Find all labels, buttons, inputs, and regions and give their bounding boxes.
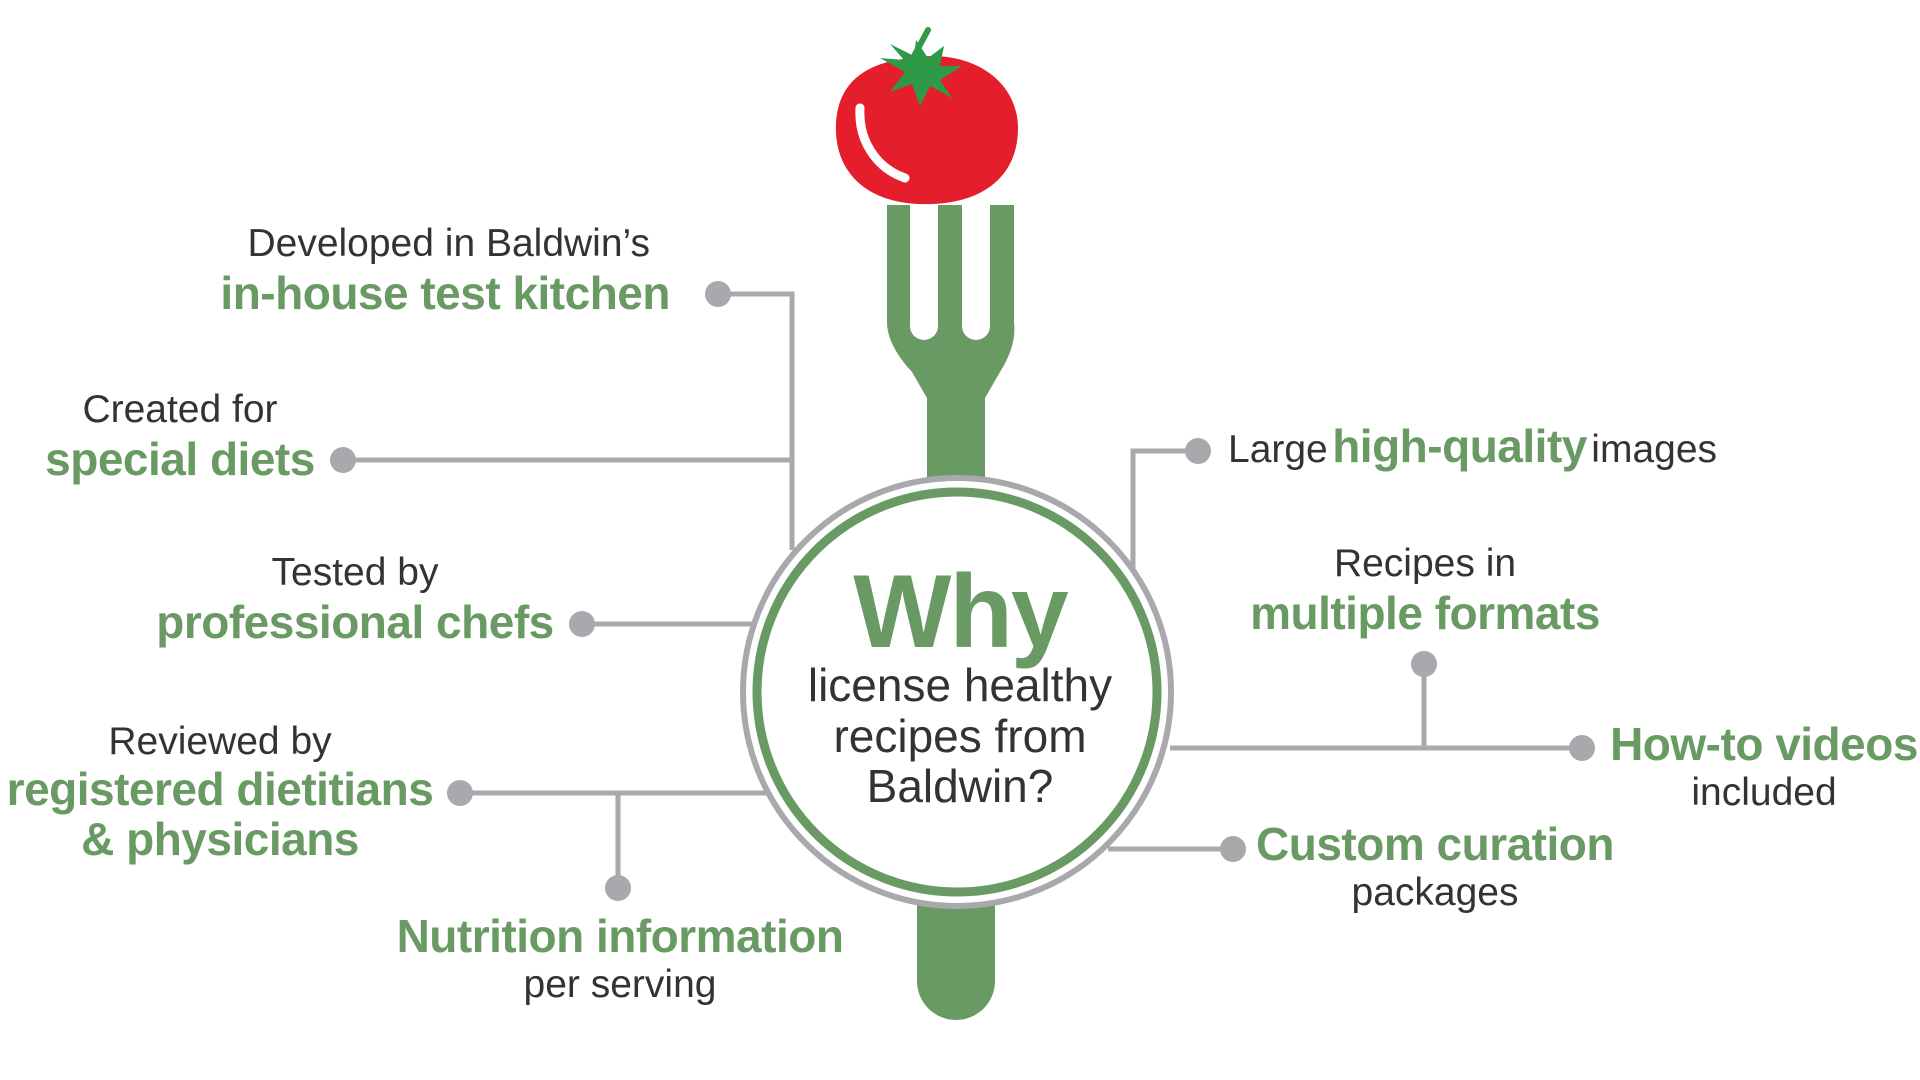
dot-curation <box>1220 836 1246 862</box>
feature-chefs: Tested by professional chefs <box>150 551 560 649</box>
feature-special-diets: Created for special diets <box>40 388 320 486</box>
feature-images-highlight: high-quality <box>1332 420 1587 472</box>
feature-test-kitchen-highlight: in-house test kitchen <box>220 266 670 319</box>
feature-formats-pre: Recipes in <box>1333 542 1517 585</box>
why-title: Why <box>853 554 1069 670</box>
dot-formats <box>1411 651 1437 677</box>
feature-nutrition-highlight: Nutrition information <box>396 910 844 962</box>
dot-chefs <box>569 611 595 637</box>
feature-test-kitchen: Developed in Baldwin’s in-house test kit… <box>220 222 670 320</box>
feature-curation-post: packages <box>1351 870 1519 914</box>
dot-videos <box>1569 735 1595 761</box>
center-medallion <box>740 475 1174 909</box>
feature-dietitians: Reviewed by registered dietitians & phys… <box>0 720 440 864</box>
feature-nutrition-post: per serving <box>523 962 717 1006</box>
feature-videos: How-to videos included <box>1608 718 1920 816</box>
fork-icon <box>887 205 1015 1020</box>
feature-special-diets-highlight: special diets <box>45 432 315 485</box>
dot-images <box>1185 438 1211 464</box>
connector-lines <box>343 291 1582 888</box>
connector-test-kitchen <box>718 291 795 550</box>
connector-dots <box>330 281 1595 901</box>
feature-test-kitchen-pre: Developed in Baldwin’s <box>247 222 650 265</box>
feature-images-pre: Large <box>1228 428 1328 471</box>
feature-dietitians-pre: Reviewed by <box>108 720 332 763</box>
feature-formats: Recipes in multiple formats <box>1240 542 1610 640</box>
feature-nutrition: Nutrition information per serving <box>390 910 850 1008</box>
dot-test-kitchen <box>705 281 731 307</box>
feature-videos-highlight: How-to videos <box>1610 718 1918 770</box>
feature-chefs-pre: Tested by <box>271 551 439 594</box>
feature-dietitians-highlight: registered dietitians & physicians <box>6 762 434 865</box>
dot-special-diets <box>330 447 356 473</box>
feature-images: Large high-quality images <box>1228 420 1717 473</box>
feature-videos-post: included <box>1691 770 1837 814</box>
feature-curation: Custom curation packages <box>1255 818 1615 916</box>
feature-images-post: images <box>1591 428 1718 471</box>
feature-curation-highlight: Custom curation <box>1256 818 1614 870</box>
tomato-icon <box>835 27 1018 205</box>
dot-dietitians <box>447 780 473 806</box>
why-subtitle: license healthy recipes from Baldwin? <box>807 659 1113 813</box>
feature-special-diets-pre: Created for <box>82 388 278 431</box>
feature-formats-highlight: multiple formats <box>1250 586 1600 639</box>
feature-chefs-highlight: professional chefs <box>156 595 554 648</box>
connector-images <box>1130 448 1198 568</box>
dot-nutrition <box>605 875 631 901</box>
